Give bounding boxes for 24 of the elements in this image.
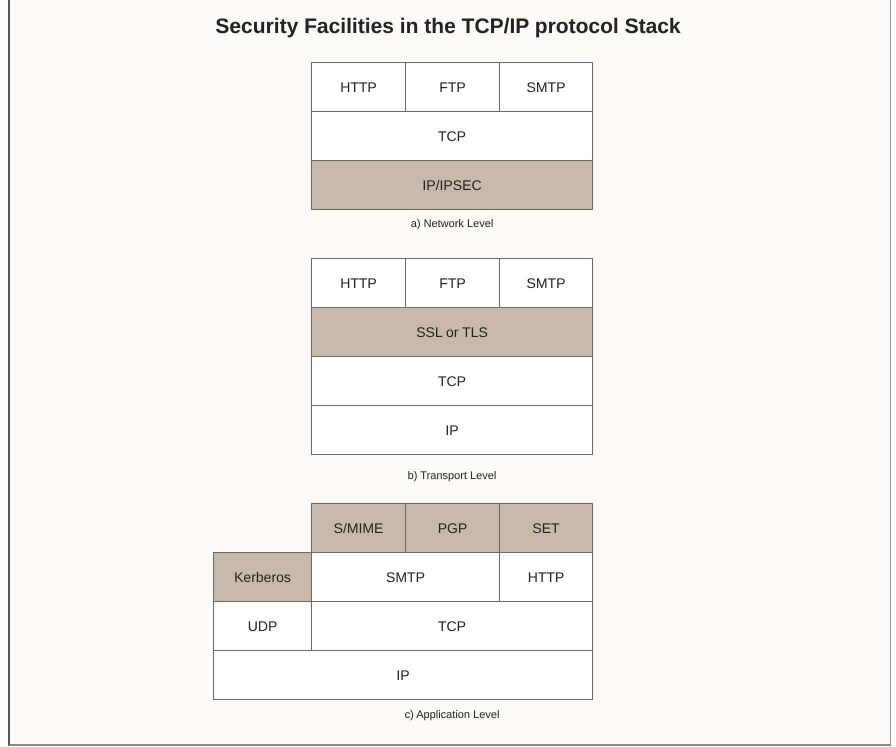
protocol-layer-box: UDP bbox=[213, 601, 312, 651]
protocol-layer-box: TCP bbox=[311, 601, 593, 651]
security-layer-box: PGP bbox=[405, 503, 500, 553]
security-layer-box: SET bbox=[499, 503, 593, 553]
protocol-layer-box: IP bbox=[213, 650, 593, 700]
protocol-layer-box: HTTP bbox=[499, 552, 593, 602]
protocol-layer-box: SMTP bbox=[499, 258, 593, 308]
protocol-layer-box: HTTP bbox=[311, 258, 406, 308]
protocol-layer-box: TCP bbox=[311, 356, 593, 406]
diagram-title: Security Facilities in the TCP/IP protocol Stack bbox=[214, 15, 682, 39]
protocol-layer-box: SMTP bbox=[499, 62, 593, 112]
protocol-layer-box: HTTP bbox=[311, 62, 406, 112]
protocol-layer-box: SMTP bbox=[311, 552, 500, 602]
security-layer-box: S/MIME bbox=[311, 503, 406, 553]
stack-caption: a) Network Level bbox=[410, 218, 494, 230]
protocol-layer-box: FTP bbox=[405, 62, 500, 112]
protocol-layer-box: IP bbox=[311, 405, 593, 455]
stack-caption: b) Transport Level bbox=[408, 470, 496, 482]
protocol-layer-box: TCP bbox=[311, 111, 593, 161]
security-layer-box: SSL or TLS bbox=[311, 307, 593, 357]
security-layer-box: IP/IPSEC bbox=[311, 160, 593, 210]
stack-caption: c) Application Level bbox=[404, 709, 500, 721]
security-layer-box: Kerberos bbox=[213, 552, 312, 602]
protocol-layer-box: FTP bbox=[405, 258, 500, 308]
